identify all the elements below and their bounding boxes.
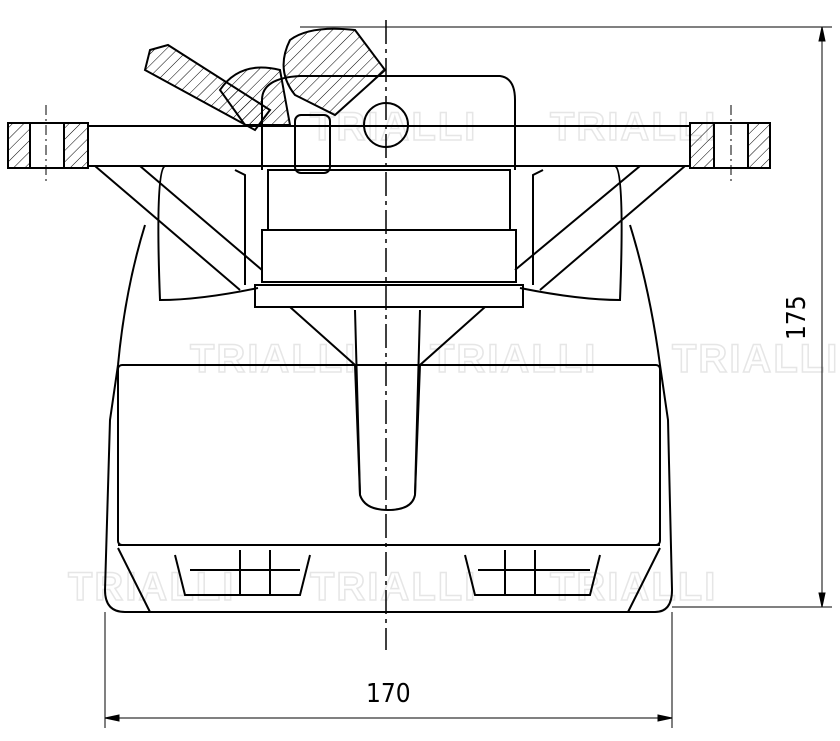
watermark: TRIALLI	[430, 337, 597, 381]
watermark: TRIALLI	[310, 565, 477, 609]
watermark: TRIALLI	[68, 565, 235, 609]
watermarks: TRIALLI TRIALLI TRIALLI TRIALLI TRIALLI …	[67, 104, 839, 610]
height-dimension-label: 175	[782, 295, 812, 340]
width-dimension-label: 170	[366, 679, 411, 709]
dimension-lines	[104, 26, 832, 728]
watermark: TRIALLI	[190, 337, 357, 381]
watermark: TRIALLI	[672, 337, 839, 381]
caliper-outline	[7, 27, 771, 613]
